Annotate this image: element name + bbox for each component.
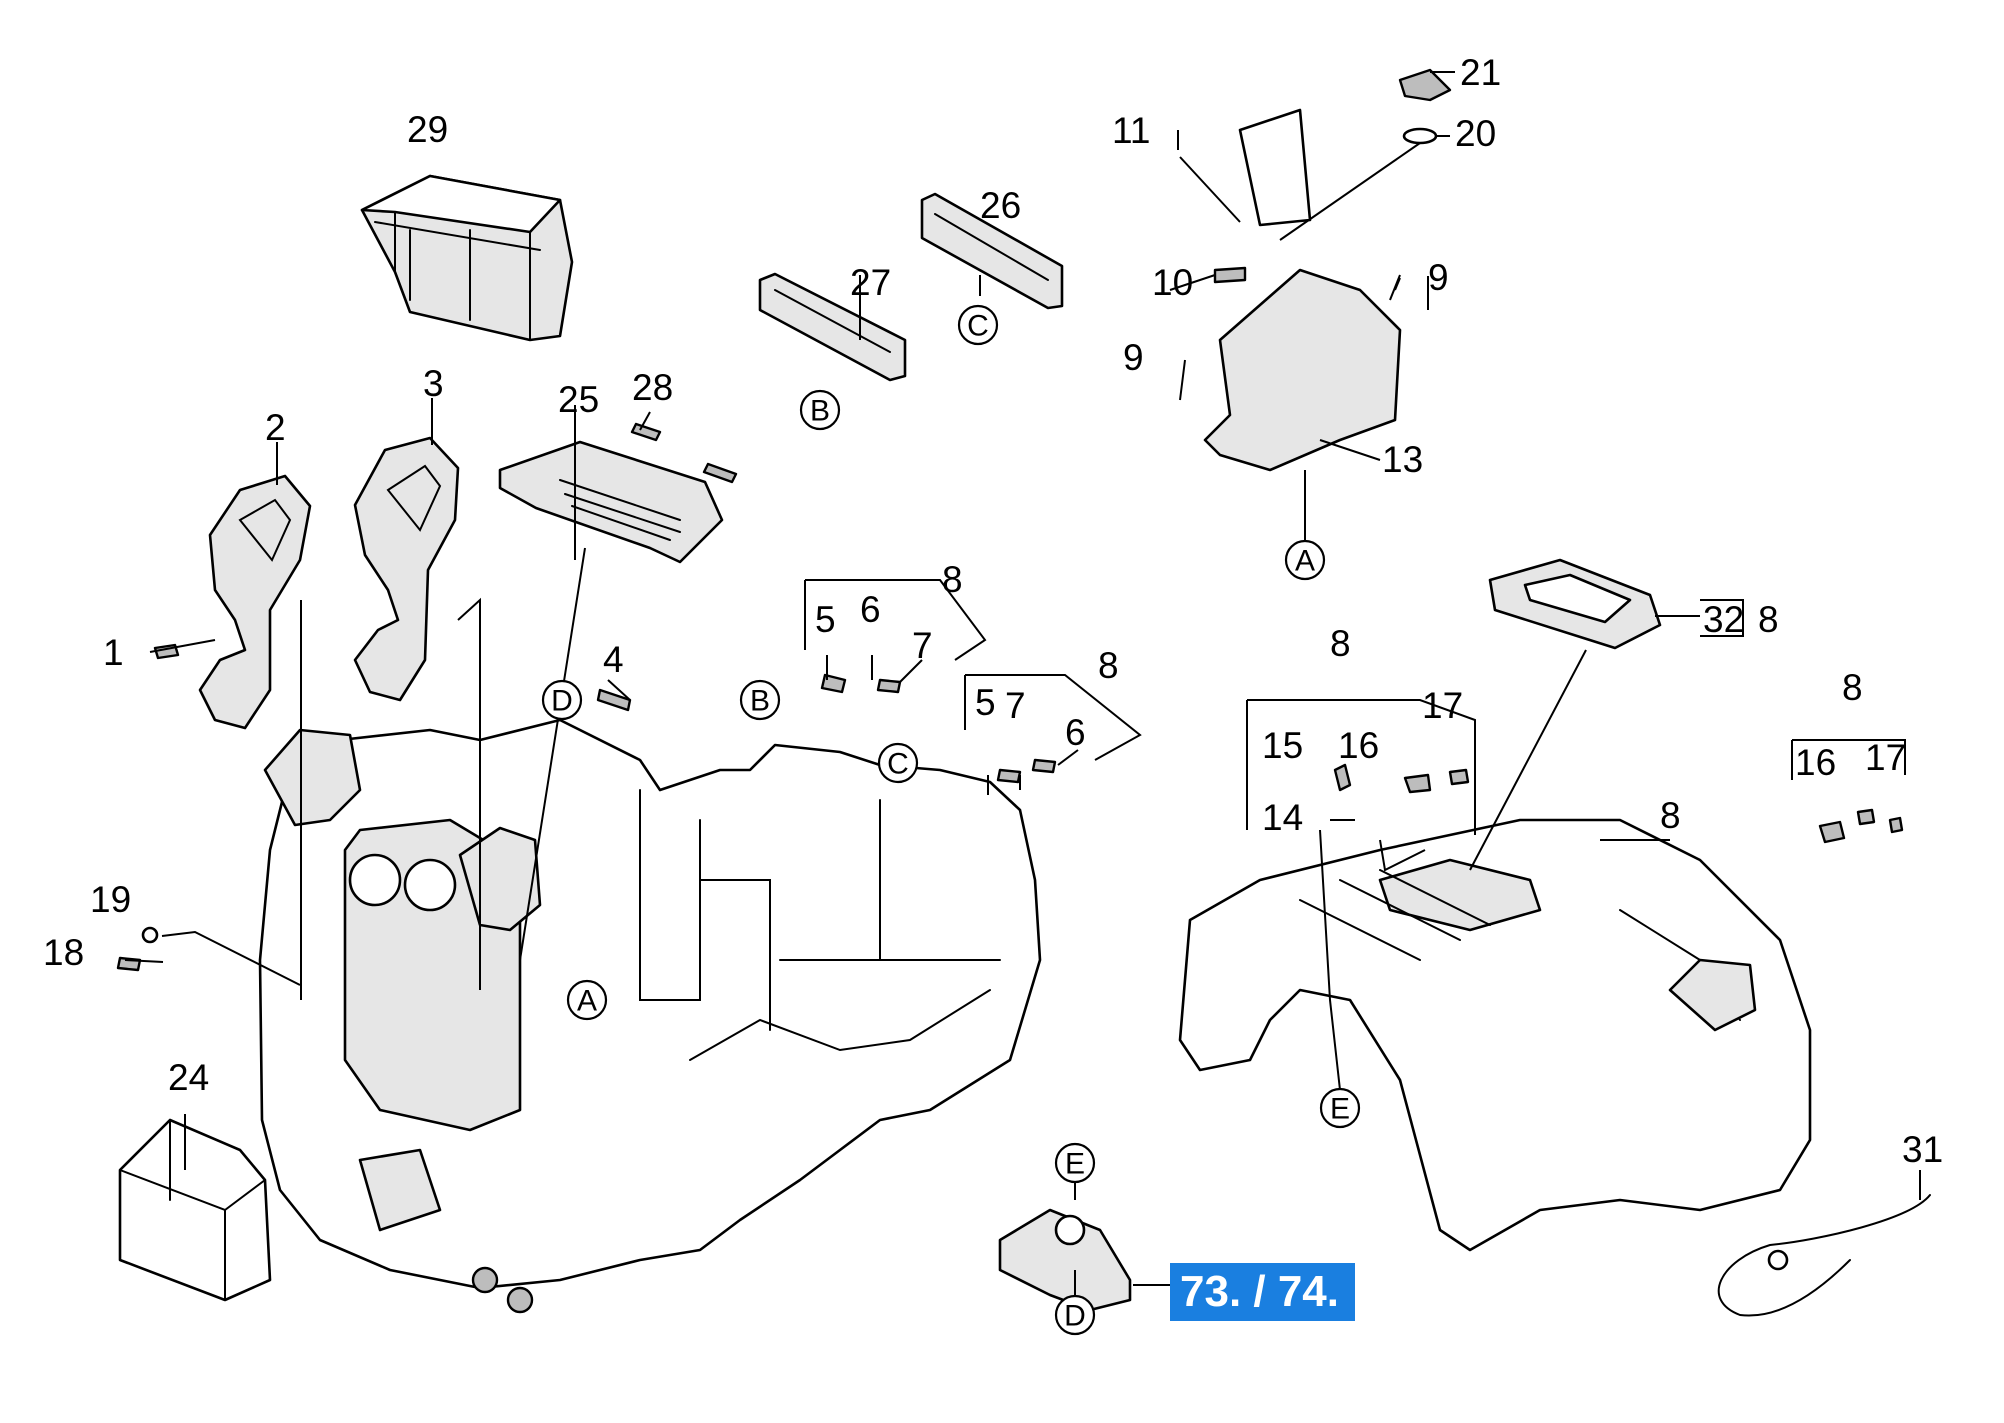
callout-5b: 5 [975, 682, 996, 723]
leader-lines [124, 71, 1921, 1295]
part-hood [1178, 818, 1812, 1252]
callout-9b: 9 [1428, 257, 1449, 298]
connector-a-body: A [566, 979, 608, 1021]
connector-c-top: C [957, 304, 999, 346]
connector-e-hood: E [1319, 1087, 1361, 1129]
callout-labels: 1 2 3 4 5 6 7 8 8 5 7 6 19 18 24 29 25 2… [43, 52, 1943, 1170]
part-24-box [118, 1118, 272, 1302]
callout-8d: 8 [1330, 623, 1351, 664]
callout-19: 19 [90, 879, 131, 920]
svg-text:A: A [577, 985, 597, 1018]
callout-10: 10 [1152, 262, 1193, 303]
callout-24: 24 [168, 1057, 209, 1098]
callout-8e: 8 [1842, 667, 1863, 708]
part-main-body [258, 718, 1042, 1314]
group-brackets [804, 579, 1906, 835]
part-26-bracket [920, 192, 1064, 310]
highlight-label[interactable]: 73. / 74. [1180, 1267, 1339, 1316]
svg-text:E: E [1330, 1093, 1350, 1126]
callout-17b: 17 [1865, 737, 1906, 778]
callout-8c: 8 [1758, 599, 1779, 640]
callout-2: 2 [265, 407, 286, 448]
part-31-cable [1717, 1194, 1931, 1317]
callout-31: 31 [1902, 1129, 1943, 1170]
svg-text:C: C [967, 310, 989, 343]
callout-13: 13 [1382, 439, 1423, 480]
svg-text:D: D [551, 685, 573, 718]
part-2-handle [198, 474, 312, 730]
callout-15: 15 [1262, 725, 1303, 766]
connector-c-body: C [877, 742, 919, 784]
callout-8b: 8 [1098, 645, 1119, 686]
callout-7b: 7 [1005, 685, 1026, 726]
part-32-frame [1488, 558, 1662, 650]
part-25-lid [498, 440, 724, 564]
callout-14: 14 [1262, 797, 1303, 838]
part-27-bracket [758, 272, 907, 382]
connector-d-bottom: D [1054, 1294, 1096, 1336]
callout-28: 28 [632, 367, 673, 408]
callout-5a: 5 [815, 599, 836, 640]
callout-21: 21 [1460, 52, 1501, 93]
callout-8a: 8 [942, 559, 963, 600]
callout-20: 20 [1455, 113, 1496, 154]
callout-6a: 6 [860, 589, 881, 630]
connector-b-body: B [739, 679, 781, 721]
callout-29: 29 [407, 109, 448, 150]
callout-3: 3 [423, 363, 444, 404]
svg-text:B: B [810, 395, 830, 428]
part-28-pins [630, 422, 738, 484]
callout-4: 4 [603, 639, 624, 680]
callout-6b: 6 [1065, 712, 1086, 753]
svg-text:B: B [750, 685, 770, 718]
part-13-housing [1203, 68, 1452, 472]
callout-32: 32 [1703, 599, 1744, 640]
callout-16a: 16 [1338, 725, 1379, 766]
callout-17a: 17 [1422, 685, 1463, 726]
connector-e-bottom: E [1054, 1142, 1096, 1184]
connector-d-body: D [541, 679, 583, 721]
part-73-74-unit [998, 1208, 1132, 1312]
callout-18: 18 [43, 932, 84, 973]
svg-text:E: E [1065, 1148, 1085, 1181]
part-29-storage-tray [360, 174, 574, 342]
connector-b-top: B [799, 389, 841, 431]
callout-16b: 16 [1795, 742, 1836, 783]
highlight-73-74[interactable]: 73. / 74. [1170, 1263, 1355, 1321]
fasteners [116, 643, 1904, 972]
svg-text:A: A [1295, 545, 1315, 578]
part-3-handle [353, 436, 460, 702]
callout-27: 27 [850, 262, 891, 303]
callout-26: 26 [980, 185, 1021, 226]
callout-25: 25 [558, 379, 599, 420]
callout-9a: 9 [1123, 337, 1144, 378]
highlight-box [1170, 1263, 1355, 1321]
callout-7a: 7 [912, 625, 933, 666]
callout-1: 1 [103, 632, 124, 673]
callout-8f: 8 [1660, 795, 1681, 836]
connector-a-top: A [1284, 539, 1326, 581]
svg-text:D: D [1064, 1300, 1086, 1333]
svg-text:C: C [887, 748, 909, 781]
callout-11: 11 [1112, 110, 1150, 151]
